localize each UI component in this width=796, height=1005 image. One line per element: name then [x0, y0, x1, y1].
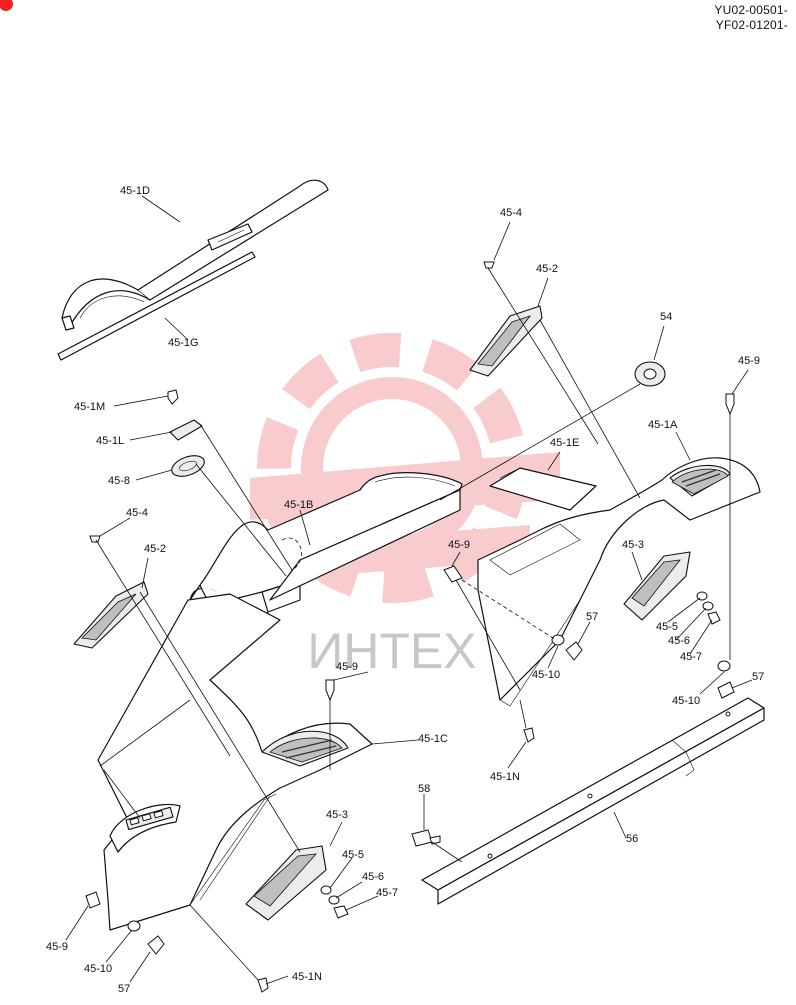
label-45-1N-bottom: 45-1N — [292, 971, 322, 983]
screw-45-1N-bottom-icon — [257, 977, 269, 993]
washer-45-10-right-icon — [717, 660, 731, 672]
label-45-2-left: 45-2 — [144, 543, 166, 555]
clip-57-right-icon — [717, 681, 735, 699]
screw-45-4-top-icon — [483, 261, 495, 269]
screw-45-4-left-icon — [89, 535, 101, 543]
label-45-10-mid: 45-10 — [532, 669, 560, 681]
label-45-1D: 45-1D — [120, 185, 150, 197]
part-45-1G-rod — [57, 251, 256, 361]
part-54-ring — [634, 361, 666, 387]
label-45-1E: 45-1E — [550, 437, 579, 449]
callout-labels: 45-1D 45-1G 45-1M 45-1L 45-8 45-4 45-2 4… — [46, 185, 764, 995]
label-45-6-left: 45-6 — [362, 871, 384, 883]
front-vent-grill — [269, 737, 343, 763]
screw-45-1N-mid-icon — [523, 727, 535, 743]
bolt-45-9-mid-icon — [443, 565, 463, 583]
label-54: 54 — [660, 311, 672, 323]
label-45-3-right: 45-3 — [622, 539, 644, 551]
label-58: 58 — [418, 783, 430, 795]
washer-45-5-left-icon — [320, 885, 332, 895]
nut-45-7-right-icon — [707, 611, 721, 625]
label-45-9-bottom: 45-9 — [46, 941, 68, 953]
part-45-1M-clip — [167, 389, 179, 405]
watermark-text: ИНТЕХ — [307, 623, 476, 679]
nut-45-7-left-icon — [333, 905, 349, 919]
part-56-support-bar — [421, 697, 765, 905]
washer-45-6-right-icon — [702, 601, 714, 611]
bolt-58-icon — [411, 829, 441, 847]
part-45-1E-lid — [489, 467, 597, 511]
bolt-45-9-left-icon — [325, 679, 335, 702]
label-45-1C: 45-1C — [418, 733, 448, 745]
part-45-2-vent-top — [469, 305, 543, 377]
watermark-logo — [250, 333, 560, 603]
label-45-6-right: 45-6 — [668, 635, 690, 647]
label-45-9-mid: 45-9 — [448, 539, 470, 551]
label-45-1G: 45-1G — [168, 337, 199, 349]
label-45-4-left: 45-4 — [126, 507, 148, 519]
label-45-7-right: 45-7 — [680, 651, 702, 663]
label-45-7-left: 45-7 — [376, 887, 398, 899]
rear-vent-grill — [671, 468, 729, 495]
label-56: 56 — [626, 833, 638, 845]
label-45-1B: 45-1B — [284, 499, 313, 511]
label-45-1L: 45-1L — [96, 435, 124, 447]
label-45-1M: 45-1M — [74, 401, 105, 413]
label-45-1N-mid: 45-1N — [490, 771, 520, 783]
label-45-10-right: 45-10 — [672, 695, 700, 707]
label-45-4-top: 45-4 — [500, 207, 522, 219]
label-45-5-left: 45-5 — [342, 849, 364, 861]
part-45-3-vent-right — [623, 551, 691, 621]
label-45-1A: 45-1A — [648, 419, 678, 431]
part-45-1D-upper-cover — [61, 179, 329, 331]
bolt-45-9-right-icon — [725, 393, 735, 416]
part-45-2-vent-left — [73, 581, 149, 649]
washer-45-10-bottom-icon — [127, 920, 141, 932]
label-45-3-left: 45-3 — [326, 809, 348, 821]
serial-range-2: YF02-01201- — [715, 18, 788, 32]
corner-mark-icon — [0, 0, 13, 11]
part-45-8-grommet — [171, 455, 205, 477]
clip-57-mid-icon — [565, 641, 583, 661]
label-57-mid: 57 — [586, 611, 598, 623]
part-45-1C-front-console — [97, 593, 373, 931]
label-45-2-top: 45-2 — [536, 263, 558, 275]
label-45-10-bottom: 45-10 — [84, 963, 112, 975]
label-57-right: 57 — [752, 671, 764, 683]
clip-57-bottom-icon — [147, 935, 165, 955]
label-45-8: 45-8 — [108, 475, 130, 487]
washer-45-10-mid-icon — [551, 634, 565, 646]
label-57-bottom: 57 — [118, 983, 130, 995]
label-45-5-right: 45-5 — [656, 621, 678, 633]
label-45-9-left: 45-9 — [336, 661, 358, 673]
leader-lines — [65, 195, 753, 985]
part-45-1L-pad — [169, 419, 203, 441]
switch-panel — [125, 806, 174, 831]
serial-range-1: YU02-00501- — [714, 3, 788, 17]
label-45-9-right: 45-9 — [738, 355, 760, 367]
bolt-45-9-bottom-icon — [85, 891, 101, 909]
part-45-3-vent-left — [245, 845, 327, 921]
